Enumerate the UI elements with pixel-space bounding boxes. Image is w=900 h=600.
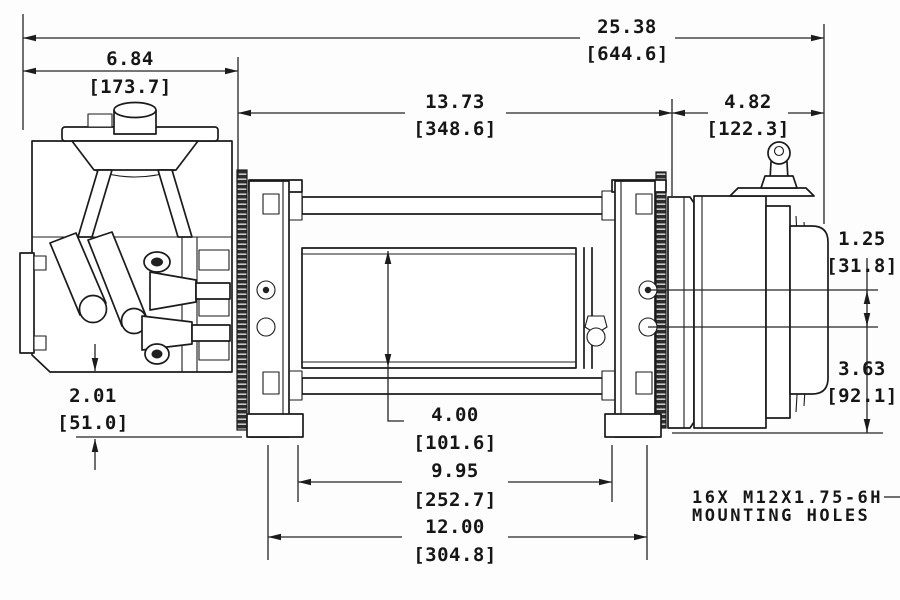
dim-gear-housing-mm: [122.3]	[706, 118, 790, 140]
dim-drum-diameter: 4.00 [101.6]	[384, 251, 497, 454]
motor-end-cap	[19, 252, 35, 354]
dim-mount-spacing-outer: 12.00 [304.8]	[267, 445, 648, 566]
dim-hole-height-mm: [92.1]	[826, 385, 898, 407]
dim-hole-offset: 1.25 [31.8]	[826, 228, 898, 433]
dim-drum-section-length: 13.73 [348.6]	[238, 91, 673, 196]
gear-end-cap	[789, 225, 829, 395]
dim-motor-length: 6.84 [173.7]	[23, 48, 239, 178]
tie-bar-top	[301, 196, 617, 215]
motor-leg-left	[77, 169, 113, 238]
support-bracket-left	[246, 179, 304, 438]
drum-assembly	[236, 169, 667, 438]
dim-overall-mm: [644.6]	[585, 43, 669, 65]
dim-motor-clearance-in: 2.01	[69, 385, 117, 407]
dim-overall-in: 25.38	[597, 16, 657, 38]
tie-bar-bottom	[301, 377, 617, 395]
hydraulic-hoses	[49, 231, 231, 351]
dim-overall-length: 25.38 [644.6]	[22, 14, 825, 224]
note-mounting-holes: 16X M12X1.75-6H MOUNTING HOLES	[692, 488, 900, 526]
dim-mount-inner-in: 9.95	[431, 460, 479, 482]
dim-mount-inner-mm: [252.7]	[413, 489, 497, 511]
dim-motor-mm: [173.7]	[88, 76, 172, 98]
dim-hole-offset-in: 1.25	[838, 228, 886, 250]
clutch-lever	[760, 141, 798, 189]
note-mounting-holes-line1: 16X M12X1.75-6H	[692, 488, 883, 508]
dim-gear-housing-in: 4.82	[724, 91, 772, 113]
gear-housing-body	[693, 195, 767, 429]
breather-cap	[113, 101, 157, 119]
dim-mount-outer-mm: [304.8]	[413, 544, 497, 566]
mounting-foot	[246, 413, 304, 438]
coupling-strip-left	[236, 169, 248, 431]
motor-leg-right	[157, 169, 193, 238]
dim-gear-housing-length: 4.82 [122.3]	[672, 91, 824, 140]
dim-drum-section-in: 13.73	[425, 91, 485, 113]
motor-bell	[71, 140, 199, 171]
motor-assembly	[19, 101, 233, 373]
dim-hole-height: 3.63 [92.1]	[826, 358, 898, 432]
dim-motor-in: 6.84	[106, 48, 154, 70]
dim-drum-diameter-in: 4.00	[431, 404, 479, 426]
dim-motor-clearance-mm: [51.0]	[57, 412, 129, 434]
gear-housing	[667, 187, 829, 429]
dim-drum-diameter-mm: [101.6]	[413, 432, 497, 454]
dim-mount-outer-in: 12.00	[425, 516, 485, 538]
dim-mount-spacing-inner: 9.95 [252.7]	[297, 445, 613, 511]
dim-drum-section-mm: [348.6]	[413, 118, 497, 140]
mounting-hole	[256, 317, 276, 337]
drum-barrel	[301, 247, 577, 369]
gear-flange	[667, 196, 695, 429]
dim-motor-clearance: 2.01 [51.0]	[57, 344, 129, 470]
coupling-strip-right	[655, 171, 667, 429]
dim-hole-offset-mm: [31.8]	[826, 255, 898, 277]
note-mounting-holes-line2: MOUNTING HOLES	[692, 506, 870, 526]
mounting-foot	[604, 413, 662, 438]
dim-hole-height-in: 3.63	[838, 358, 886, 380]
support-bracket-right	[604, 179, 667, 438]
